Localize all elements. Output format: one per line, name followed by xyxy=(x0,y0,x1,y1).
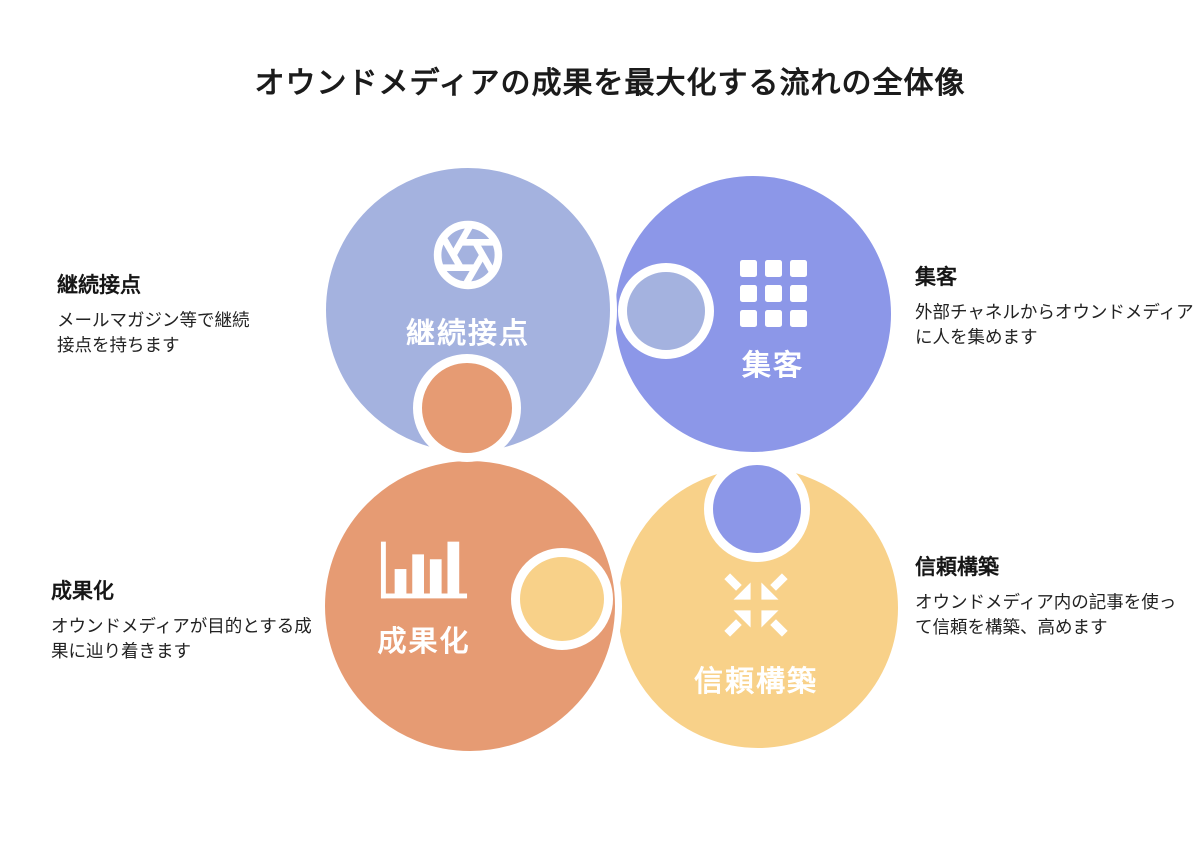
connector-seika-into-keizoku xyxy=(413,354,521,462)
node-label: 成果化 xyxy=(377,625,471,658)
annotation-heading: 信頼構築 xyxy=(915,556,999,579)
node-content: 成果化 xyxy=(377,541,470,660)
annotation-heading: 成果化 xyxy=(51,580,114,603)
annotation-seika: 成果化 オウンドメディアが目的とする成 果に辿り着きます xyxy=(51,575,312,665)
annotation-line: に人を集めます xyxy=(915,327,1038,348)
annotation-line: 外部チャネルからオウンドメディア xyxy=(915,302,1194,322)
annotation-shinrai-kochiku: 信頼構築 オウンドメディア内の記事を使っ て信頼を構築、高めます xyxy=(915,551,1176,641)
annotation-line: オウンドメディア内の記事を使っ xyxy=(915,592,1177,612)
annotation-heading: 継続接点 xyxy=(57,274,141,297)
node-label: 信頼構築 xyxy=(693,665,818,698)
annotation-heading: 集客 xyxy=(915,266,957,289)
annotation-keizoku-setten: 継続接点 メールマガジン等で継続 接点を持ちます xyxy=(57,269,250,359)
connector-shukyaku-into-shinrai xyxy=(704,456,810,562)
collapse-arrows-icon xyxy=(720,569,792,646)
annotation-shukyaku: 集客 外部チャネルからオウンドメディア に人を集めます xyxy=(915,261,1194,351)
grid-icon xyxy=(739,260,807,327)
node-label: 継続接点 xyxy=(405,317,530,350)
annotation-line: 接点を持ちます xyxy=(57,335,180,356)
node-content: 信頼構築 xyxy=(694,569,818,700)
connector-keizoku-into-shukyaku xyxy=(618,263,714,359)
annotation-line: メールマガジン等で継続 xyxy=(57,310,250,330)
annotation-line: 果に辿り着きます xyxy=(51,641,191,662)
diagram-title: オウンドメディアの成果を最大化する流れの全体像 xyxy=(254,67,966,100)
node-content: 継続接点 xyxy=(406,217,530,352)
node-label: 集客 xyxy=(741,350,804,382)
annotation-line: て信頼を構築、高めます xyxy=(915,617,1108,638)
bar-chart-icon xyxy=(379,541,469,606)
node-content: 集客 xyxy=(739,260,807,384)
connector-shinrai-into-seika xyxy=(511,548,613,650)
aperture-icon xyxy=(430,217,506,298)
annotation-line: オウンドメディアが目的とする成 xyxy=(51,616,312,636)
